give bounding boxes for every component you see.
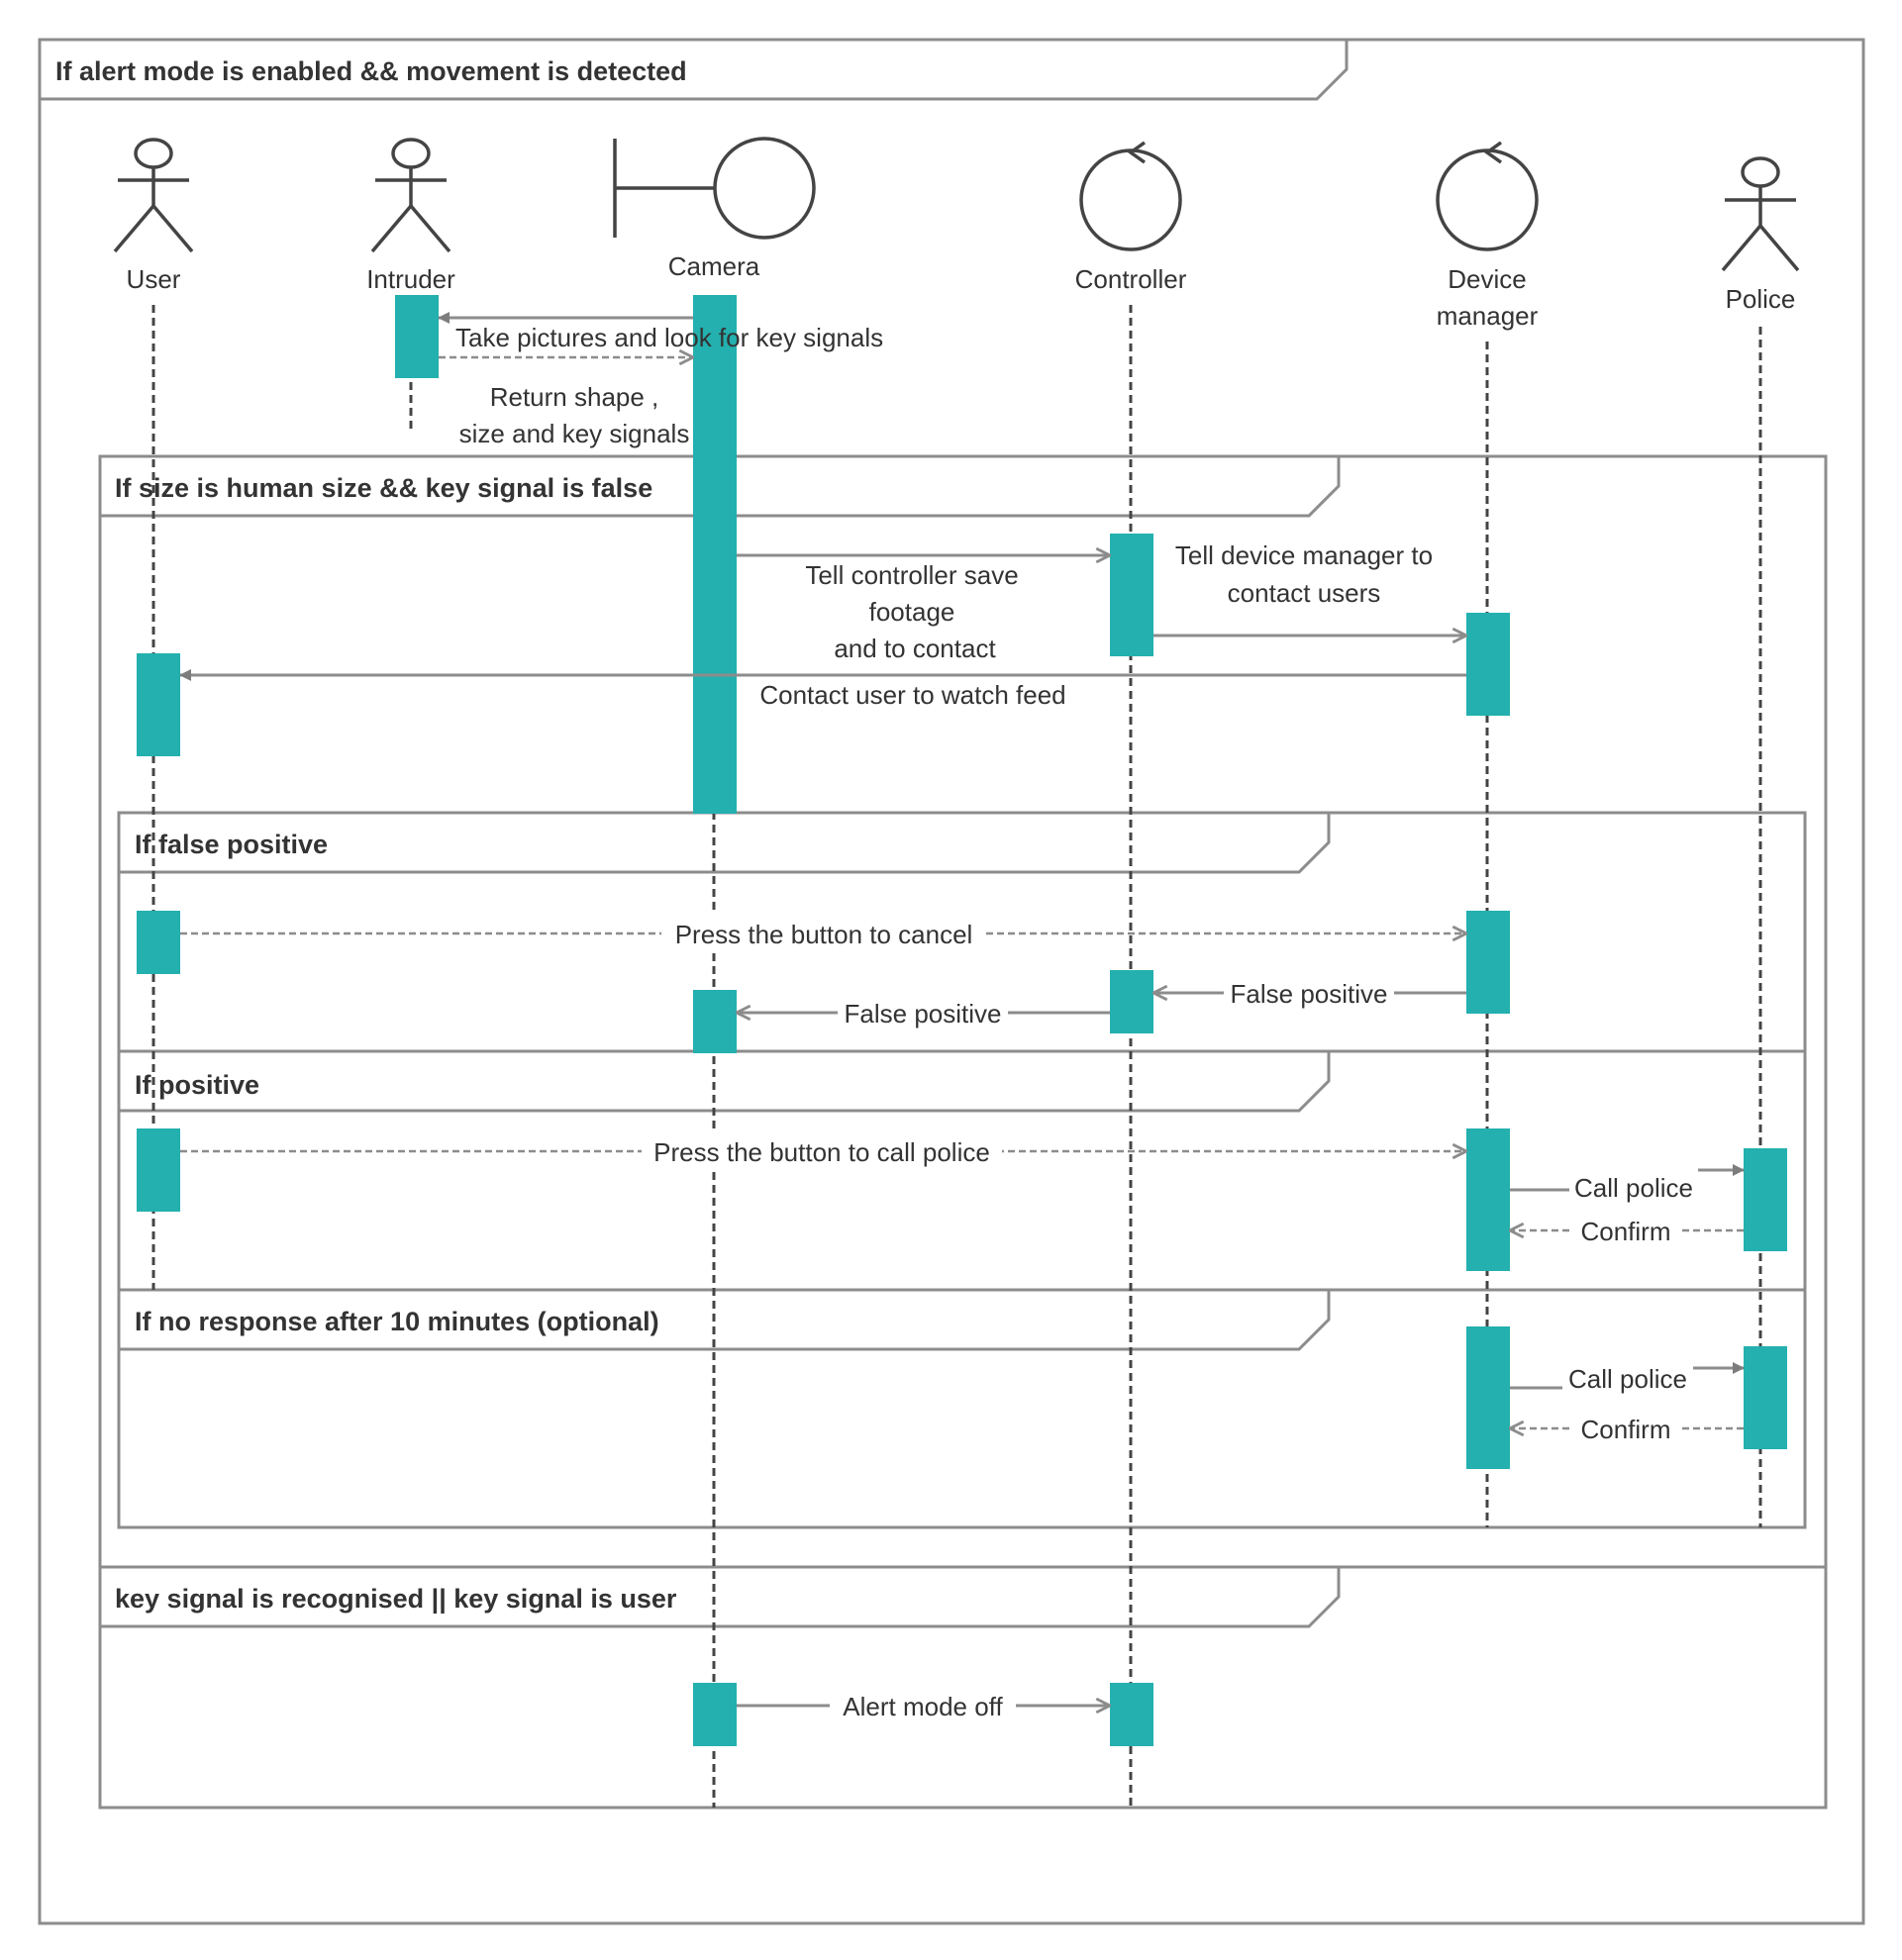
controller-activation-alert-off bbox=[1110, 1683, 1153, 1746]
camera-activation-false-positive bbox=[693, 990, 737, 1053]
tell-controller-label-line3: and to contact bbox=[834, 634, 996, 663]
message-take-pictures: Take pictures and look for key signals bbox=[438, 312, 883, 352]
intruder-label: Intruder bbox=[366, 264, 455, 294]
controller-actor: Controller bbox=[1075, 141, 1187, 294]
device-manager-control-icon bbox=[1436, 141, 1539, 251]
no-response-frame: If no response after 10 minutes (optiona… bbox=[117, 1288, 1807, 1529]
press-cancel-label: Press the button to cancel bbox=[675, 920, 973, 949]
message-tell-device-manager: Tell device manager to contact users bbox=[1153, 540, 1466, 636]
false-positive-dm-label: False positive bbox=[1231, 979, 1388, 1009]
device-manager-label-line1: Device bbox=[1448, 264, 1526, 294]
message-contact-user: Contact user to watch feed bbox=[179, 669, 1466, 710]
message-false-positive-ctrl: False positive bbox=[737, 994, 1110, 1029]
police-activation-timeout bbox=[1744, 1346, 1787, 1449]
confirm-2-label: Confirm bbox=[1580, 1415, 1670, 1444]
controller-activation-false-positive bbox=[1110, 970, 1153, 1033]
user-actor: User bbox=[113, 138, 194, 294]
controller-activation-save bbox=[1110, 534, 1153, 656]
message-return-shape: Return shape , size and key signals bbox=[439, 357, 693, 448]
intruder-activation bbox=[395, 295, 439, 378]
police-actor: Police bbox=[1721, 156, 1800, 314]
message-false-positive-dm: False positive bbox=[1153, 974, 1466, 1010]
user-stick-figure-icon bbox=[113, 138, 194, 253]
take-pictures-label: Take pictures and look for key signals bbox=[455, 323, 883, 352]
camera-activation-alert-off bbox=[693, 1683, 737, 1746]
no-response-frame-label: If no response after 10 minutes (optiona… bbox=[135, 1307, 659, 1336]
user-activation-call bbox=[137, 1128, 180, 1212]
device-manager-actor: Device manager bbox=[1436, 141, 1539, 331]
message-confirm-2: Confirm bbox=[1510, 1410, 1744, 1445]
return-shape-label-line1: Return shape , bbox=[490, 382, 659, 412]
device-manager-label-line2: manager bbox=[1437, 301, 1539, 331]
contact-user-label: Contact user to watch feed bbox=[759, 680, 1065, 710]
camera-label: Camera bbox=[668, 251, 760, 281]
key-signal-frame-label: key signal is recognised || key signal i… bbox=[115, 1584, 677, 1614]
human-size-frame-label: If size is human size && key signal is f… bbox=[115, 473, 652, 503]
camera-boundary-icon bbox=[613, 137, 816, 240]
tell-controller-label-line1: Tell controller save bbox=[805, 560, 1018, 590]
message-press-cancel: Press the button to cancel bbox=[180, 915, 1466, 950]
outer-frame: If alert mode is enabled && movement is … bbox=[38, 38, 1865, 1925]
police-label: Police bbox=[1726, 284, 1796, 314]
outer-frame-label: If alert mode is enabled && movement is … bbox=[55, 56, 687, 86]
false-positive-frame: If false positive bbox=[117, 811, 1807, 1053]
false-positive-ctrl-label: False positive bbox=[845, 999, 1002, 1029]
press-call-police-label: Press the button to call police bbox=[653, 1137, 990, 1167]
tell-device-manager-label-line2: contact users bbox=[1228, 578, 1381, 608]
message-confirm-1: Confirm bbox=[1510, 1212, 1744, 1247]
user-activation-watch bbox=[137, 653, 180, 756]
user-label: User bbox=[127, 264, 181, 294]
false-positive-frame-label: If false positive bbox=[135, 830, 328, 859]
message-call-police-2: Call police bbox=[1510, 1362, 1745, 1394]
return-shape-label-line2: size and key signals bbox=[459, 419, 690, 448]
positive-frame: If positive bbox=[117, 1049, 1807, 1292]
user-activation-cancel bbox=[137, 911, 180, 974]
positive-frame-label: If positive bbox=[135, 1070, 259, 1100]
device-manager-activation-contact bbox=[1466, 613, 1510, 716]
call-police-1-label: Call police bbox=[1574, 1173, 1693, 1203]
controller-label: Controller bbox=[1075, 264, 1187, 294]
controller-control-icon bbox=[1079, 141, 1182, 251]
intruder-stick-figure-icon bbox=[370, 138, 451, 253]
device-manager-activation-cancel bbox=[1466, 911, 1510, 1014]
message-call-police-1: Call police bbox=[1510, 1164, 1745, 1203]
tell-device-manager-label-line1: Tell device manager to bbox=[1175, 540, 1433, 570]
tell-controller-label-line2: footage bbox=[869, 597, 955, 627]
intruder-actor: Intruder bbox=[366, 138, 455, 294]
camera-actor: Camera bbox=[613, 137, 816, 281]
camera-activation-main bbox=[693, 295, 737, 814]
call-police-2-label: Call police bbox=[1568, 1364, 1687, 1394]
message-press-call-police: Press the button to call police bbox=[180, 1132, 1466, 1168]
device-manager-activation-timeout bbox=[1466, 1326, 1510, 1469]
confirm-1-label: Confirm bbox=[1580, 1217, 1670, 1246]
message-tell-controller: Tell controller save footage and to cont… bbox=[737, 555, 1110, 663]
message-alert-mode-off: Alert mode off bbox=[737, 1687, 1110, 1722]
police-activation-call bbox=[1744, 1148, 1787, 1251]
police-stick-figure-icon bbox=[1721, 156, 1800, 272]
device-manager-activation-call bbox=[1466, 1128, 1510, 1271]
alert-mode-off-label: Alert mode off bbox=[843, 1692, 1003, 1721]
